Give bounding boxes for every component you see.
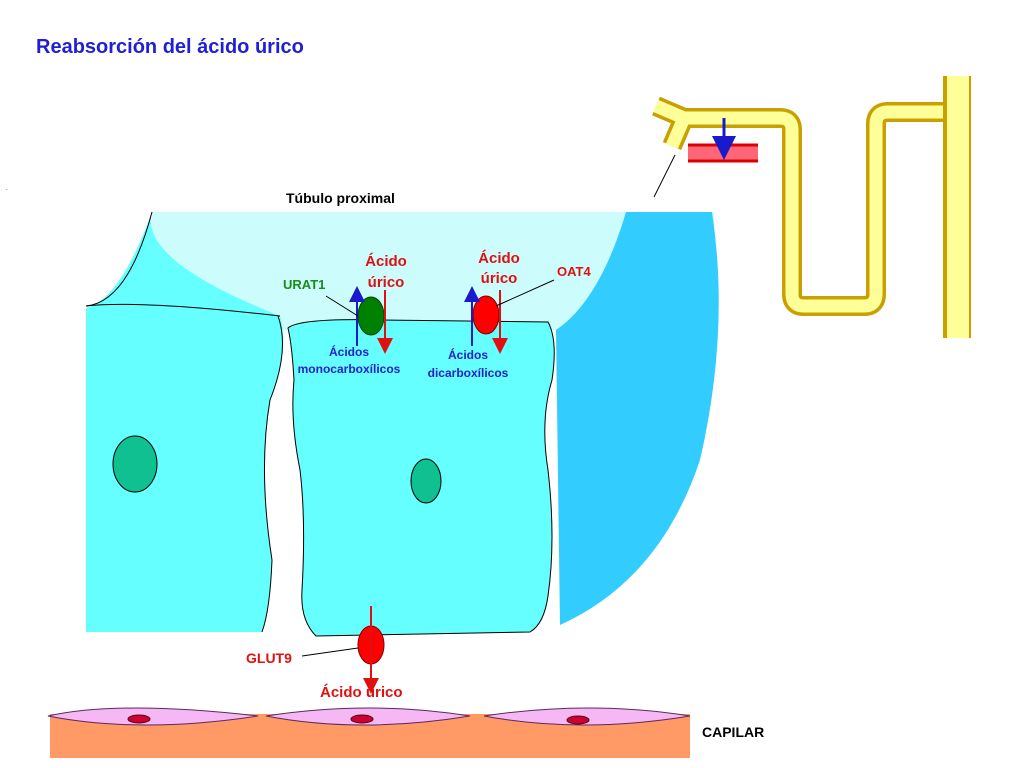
uric-acid-bottom-label: Ácido úrico	[320, 684, 403, 701]
pointer-line	[653, 154, 676, 198]
uric-acid-label-1b: úrico	[368, 274, 405, 291]
green-oval-transporter-icon	[357, 296, 385, 336]
proximal-tubule	[85, 211, 719, 637]
oat4-transporter	[464, 279, 555, 354]
glut9-label: GLUT9	[246, 650, 292, 666]
uric-acid-label-1a: Ácido	[365, 253, 407, 270]
diagram-title: Reabsorción del ácido úrico	[36, 36, 304, 58]
monocarboxylic-label-1: Ácidos	[329, 344, 369, 359]
urat1-label: URAT1	[283, 277, 325, 292]
stray-dot: .	[6, 186, 8, 192]
nucleus-left	[112, 435, 158, 493]
endothelial-nucleus-2	[350, 714, 374, 724]
endothelial-nucleus-3	[566, 715, 590, 725]
tubule-lumen	[150, 212, 714, 330]
endothelial-nucleus-1	[127, 714, 151, 724]
left-cell	[86, 212, 284, 632]
glut9-transporter	[301, 606, 385, 694]
nephron-schematic	[652, 76, 971, 338]
collecting-duct	[943, 76, 971, 338]
endothelial-cell-1	[47, 707, 259, 726]
right-cell	[556, 212, 719, 625]
uric-acid-label-2a: Ácido	[478, 250, 520, 267]
endothelial-cell-3	[483, 707, 691, 726]
capillary-label: CAPILAR	[702, 724, 764, 740]
capillary	[47, 707, 691, 758]
nucleus-center	[410, 458, 442, 504]
dicarboxylic-label-1: Ácidos	[448, 347, 488, 362]
oat4-label: OAT4	[557, 264, 591, 279]
tubule-label: Túbulo proximal	[286, 190, 395, 206]
uric-acid-label-2b: úrico	[481, 270, 518, 287]
monocarboxylic-label-2: monocarboxílicos	[298, 362, 401, 376]
red-oval-transporter-icon	[472, 295, 500, 335]
urat1-transporter	[325, 286, 393, 354]
dicarboxylic-label-2: dicarboxílicos	[428, 366, 509, 380]
